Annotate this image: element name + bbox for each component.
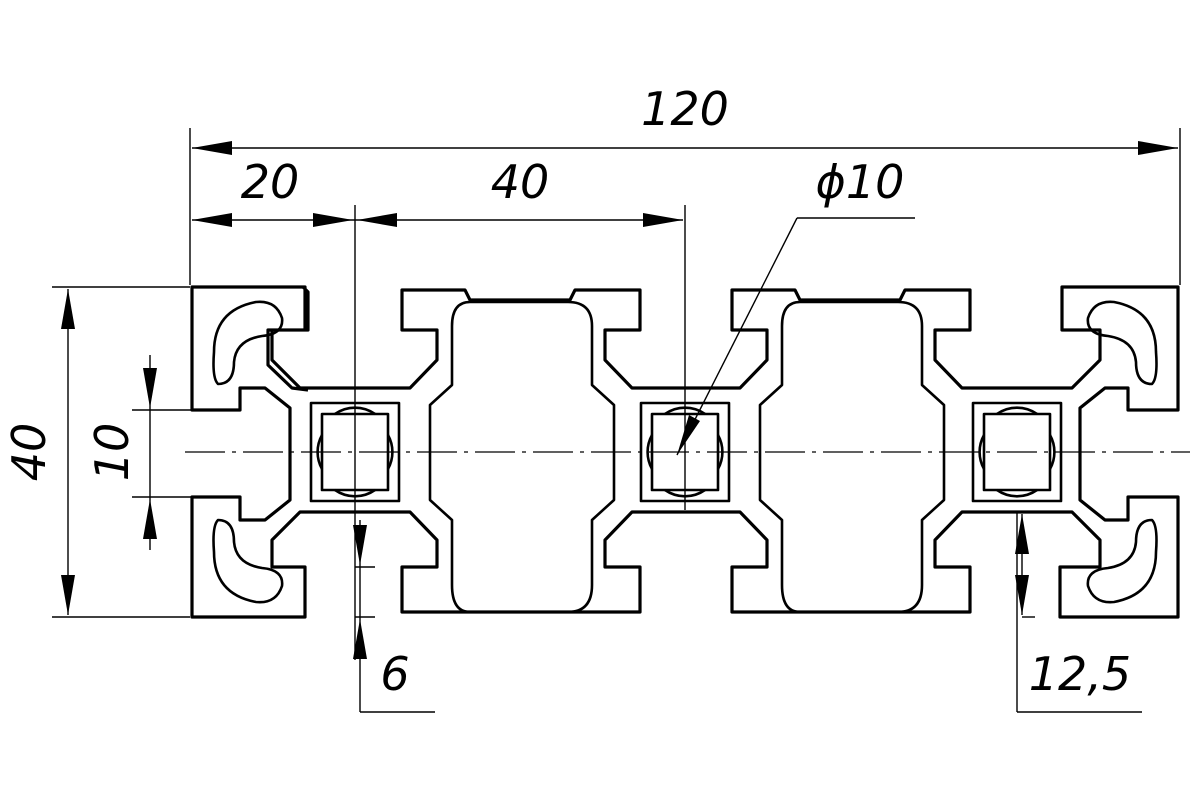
dim-label-6: 6 bbox=[380, 647, 409, 701]
dimension-bore-diameter: ϕ10 bbox=[676, 155, 915, 456]
dim-label-40-vertical: 40 bbox=[2, 423, 56, 482]
dim-label-12-5: 12,5 bbox=[1029, 647, 1131, 701]
dimension-overall-height: 40 bbox=[2, 286, 190, 618]
dimension-wall-thickness: 6 bbox=[353, 520, 435, 713]
dimension-slot-depth: 12,5 bbox=[1015, 512, 1142, 713]
dimension-module-spacing: 20 40 bbox=[192, 155, 686, 660]
dim-label-40-horizontal: 40 bbox=[491, 155, 550, 209]
dim-label-20: 20 bbox=[241, 155, 300, 209]
dim-label-120: 120 bbox=[641, 82, 729, 136]
inner-pockets bbox=[428, 300, 946, 614]
dim-label-diameter: ϕ10 bbox=[816, 155, 905, 209]
profile-outline bbox=[190, 285, 1180, 619]
dim-label-10: 10 bbox=[85, 423, 139, 482]
dimension-slot-width: 10 bbox=[85, 355, 192, 550]
dimension-overall-width: 120 bbox=[189, 82, 1181, 285]
